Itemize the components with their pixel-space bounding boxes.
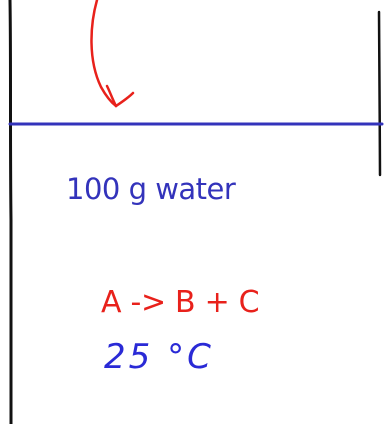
- arrow-head-left: [105, 84, 118, 108]
- arrow-head-right: [114, 91, 135, 108]
- container-left-wall: [8, 0, 13, 424]
- temperature-label: 25 °C: [104, 337, 214, 377]
- water-amount-label: 100 g water: [66, 172, 236, 206]
- container-right-wall: [377, 10, 382, 177]
- arrow-shaft: [90, 0, 118, 108]
- down-arrow-icon: [90, 0, 135, 108]
- reaction-equation-label: A -> B + C: [101, 285, 260, 320]
